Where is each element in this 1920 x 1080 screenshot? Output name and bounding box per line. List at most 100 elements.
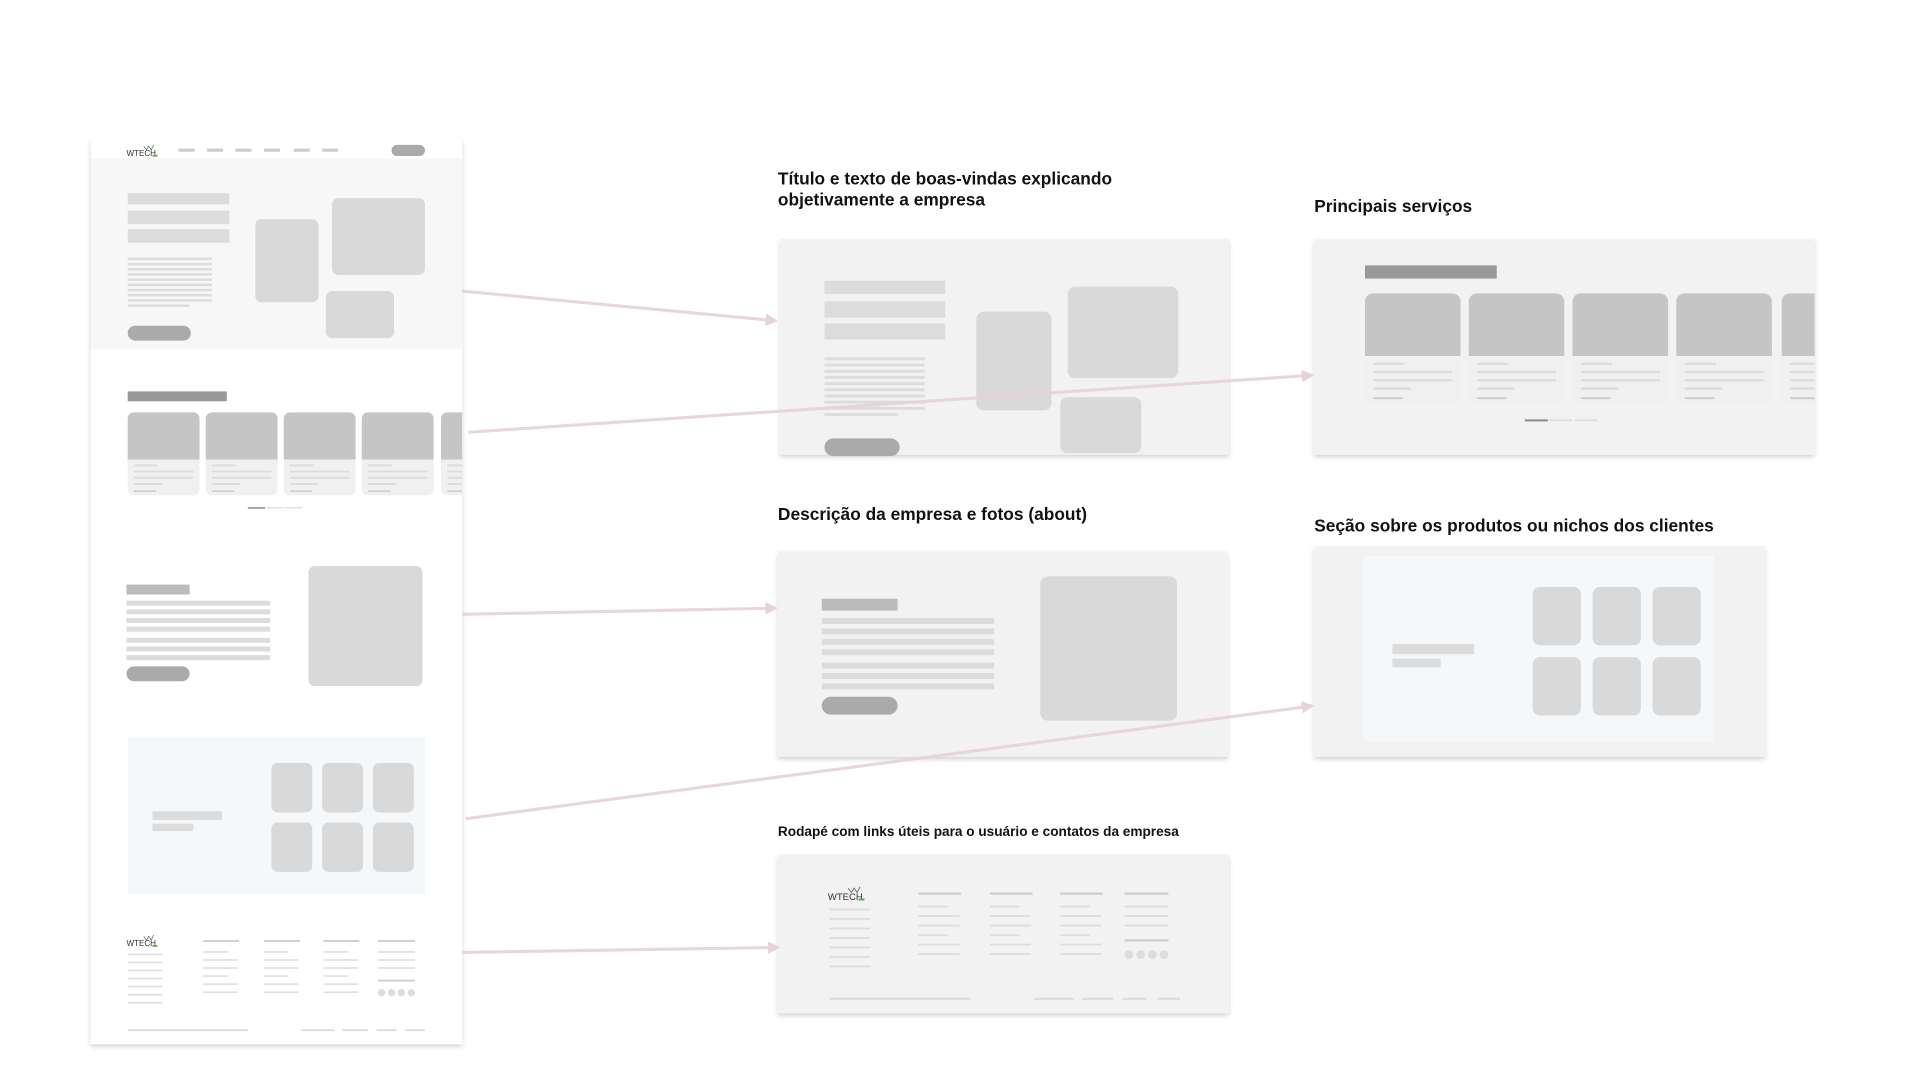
footer-link [203, 991, 238, 993]
service-card-line [1477, 370, 1557, 374]
footer-legal-link [405, 1029, 425, 1032]
service-card-line [1373, 370, 1453, 374]
caption-products: Seção sobre os produtos ou nichos dos cl… [1314, 515, 1714, 535]
service-card-line [1789, 370, 1815, 374]
footer-link [263, 967, 299, 969]
hero-image-placeholder [976, 311, 1052, 411]
about-text-line [126, 600, 271, 606]
nav-link [322, 148, 339, 152]
carousel-indicator-active [1524, 419, 1548, 422]
about-text-line [821, 649, 995, 656]
hero-text-line [824, 369, 925, 373]
footer-link [918, 943, 960, 946]
service-card-link [211, 490, 235, 492]
footer-link [1060, 924, 1102, 927]
logo-flag-icon [152, 945, 158, 947]
service-card-line [1477, 362, 1509, 366]
nav-link [263, 148, 281, 152]
social-icon [377, 988, 386, 997]
service-card-image [361, 453, 434, 460]
service-card-line [289, 470, 350, 473]
service-card-line [133, 483, 163, 485]
hero-cta-button [824, 438, 900, 457]
service-card-image [441, 453, 463, 460]
footer-legal-link [376, 1029, 397, 1032]
service-card-line [367, 464, 392, 467]
about-text-line [821, 673, 995, 679]
footer-link [1060, 934, 1090, 936]
footer-legal-link [1156, 997, 1181, 1000]
about-button [126, 666, 190, 682]
service-card-line [1477, 387, 1515, 390]
service-card-line [1580, 379, 1660, 382]
service-card-line [1373, 379, 1453, 382]
service-card-line [367, 483, 397, 485]
service-card-image [1781, 347, 1815, 356]
about-text-line [821, 638, 995, 645]
logo-mark-icon [143, 144, 155, 151]
hero-text-line [127, 262, 212, 266]
footer-link [323, 983, 359, 985]
about-text-line [821, 662, 995, 669]
carousel-indicator [1549, 419, 1573, 422]
wtech-logo: WTECH [126, 149, 156, 158]
service-card-image [361, 412, 434, 460]
footer-link [203, 975, 229, 977]
product-tile [372, 822, 414, 872]
about-text-line [126, 626, 271, 632]
hero-text-line [127, 299, 212, 302]
product-tile [1532, 586, 1581, 646]
hero-text-line [824, 406, 925, 410]
service-card-line [289, 464, 314, 467]
service-card-line [289, 483, 319, 485]
service-card-line [1373, 387, 1412, 390]
hero-text-line [824, 357, 925, 361]
full-page-content: WTECH WTECH [90, 144, 463, 1032]
service-card-line [211, 464, 236, 467]
service-card-image [1676, 293, 1772, 356]
footer-link [263, 951, 289, 953]
footer-link [203, 951, 229, 953]
about-text-line [126, 637, 271, 643]
service-card-image [283, 453, 356, 460]
service-card-line [1684, 387, 1723, 390]
hero-text-line [127, 278, 212, 281]
footer-link [323, 967, 359, 969]
footer-section-content: WTECH [828, 886, 1181, 1000]
service-card-image [1468, 293, 1565, 356]
about-section-content [821, 576, 1177, 721]
wtech-logo: WTECH [126, 939, 156, 948]
service-card-line [133, 464, 158, 467]
hero-text-line [824, 388, 925, 392]
product-tile [1652, 586, 1701, 646]
footer-copyright-line [127, 1029, 248, 1032]
service-card-line [1373, 362, 1405, 366]
hero-text-line [127, 268, 212, 271]
hero-text-line [824, 394, 925, 398]
footer-column-heading [203, 940, 240, 942]
service-card-image [283, 412, 356, 460]
service-card-link [1789, 397, 1815, 400]
product-tile [271, 762, 313, 813]
logo-mark-icon [848, 886, 861, 894]
footer-link [1060, 953, 1102, 955]
footer-about-line [127, 1001, 163, 1004]
service-card-line [1789, 362, 1815, 366]
service-card-line [289, 476, 350, 479]
carousel-indicator [1574, 419, 1598, 422]
product-tile [372, 762, 414, 813]
service-card-image [1468, 347, 1565, 356]
footer-contact-line [377, 967, 416, 969]
hero-image-placeholder [1060, 397, 1142, 454]
carousel-indicator [266, 507, 284, 509]
service-card-line [1789, 387, 1815, 390]
footer-link [263, 991, 299, 993]
caption-hero-line-1: Título e texto de boas-vindas explicando [778, 169, 1112, 189]
service-card-link [447, 490, 463, 492]
footer-link [918, 934, 948, 936]
footer-column-heading [1124, 892, 1169, 895]
service-card-link [1580, 397, 1611, 400]
footer-about-line [127, 953, 163, 956]
social-icon [1124, 950, 1134, 960]
product-tile [1592, 586, 1641, 646]
